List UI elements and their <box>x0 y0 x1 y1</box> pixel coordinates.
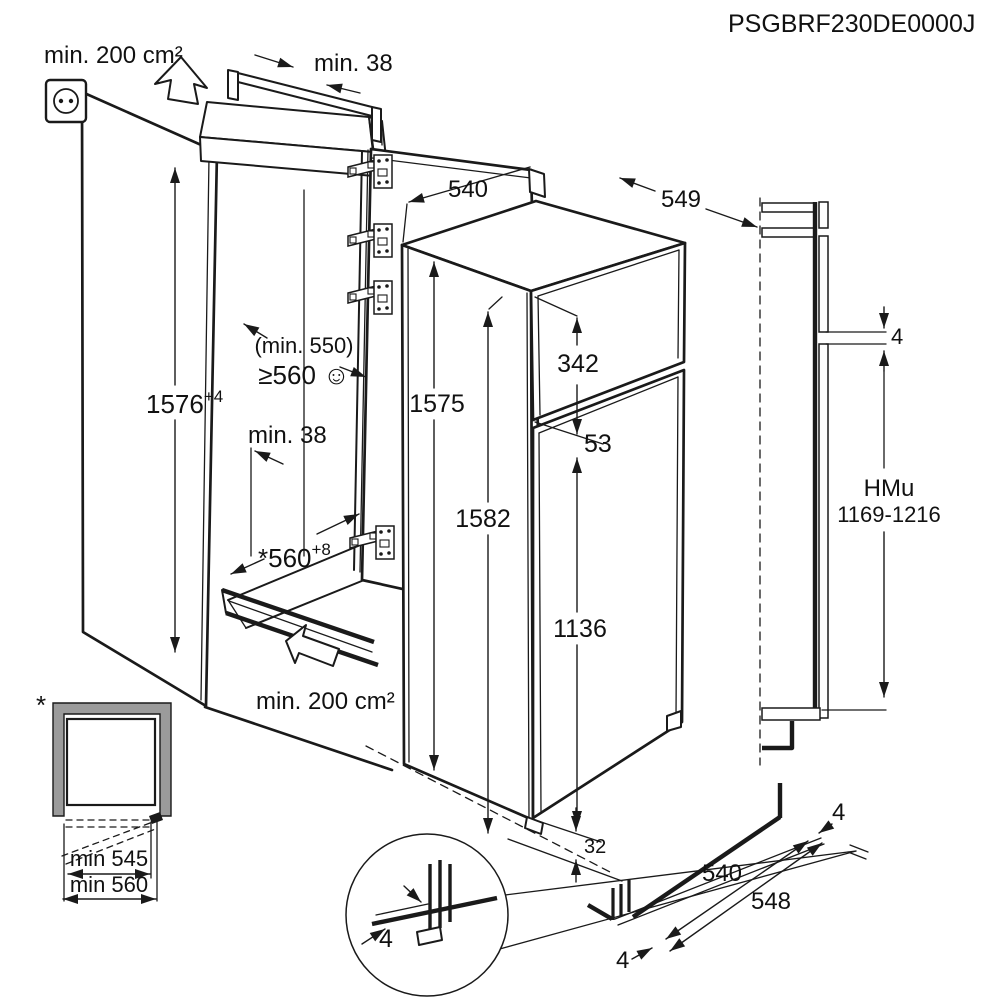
appliance-foot <box>666 710 682 732</box>
appliance-drawing <box>365 199 687 874</box>
door-width-label: 540 <box>448 176 488 203</box>
hinge-icon <box>347 223 393 258</box>
fridge-door-height-label: 1136 <box>553 615 607 643</box>
airflow-arrow-top-icon <box>154 56 208 105</box>
cabinet-drawing <box>44 56 394 772</box>
diagram-labels: PSGBRF230DE0000J min. 200 cm² min. 38 54… <box>36 10 975 974</box>
freezer-door-section <box>818 235 829 333</box>
niche-depth-note-label: (min. 550) <box>254 333 353 358</box>
cabinet-bottom-edge <box>203 705 394 772</box>
vent-area-top-label: min. 200 cm² <box>44 42 183 69</box>
magnifier-circle <box>345 833 509 997</box>
plinth-gap-bottom-label: 4 <box>616 947 629 974</box>
topview-depth-min-label: min 545 <box>70 846 148 871</box>
top-trim-section <box>818 201 829 229</box>
side-section-view <box>759 197 887 766</box>
rear-gap-top-label: min. 38 <box>314 50 393 77</box>
detail-gap-label: 4 <box>379 925 393 953</box>
plinth-gap-top-label: 4 <box>832 799 845 826</box>
model-number-label: PSGBRF230DE0000J <box>728 10 975 38</box>
door-gap-label: 53 <box>584 430 612 458</box>
dimension-lines <box>170 54 889 883</box>
plinth-step-section <box>762 721 795 751</box>
floor-reference-line <box>365 745 613 874</box>
topview-depth-rec-label: min 560 <box>70 872 148 897</box>
plinth-vent-slot <box>221 587 375 645</box>
footnote-asterisk: * <box>36 690 46 720</box>
freezer-door-height-label: 342 <box>557 350 599 378</box>
fridge-door-section <box>818 343 829 719</box>
niche-top-view-inset <box>52 702 172 904</box>
appliance-height-label: 1575 <box>409 390 465 418</box>
overall-height-label: 1582 <box>455 505 511 533</box>
niche-height-label: 1576+4 <box>146 387 223 419</box>
open-door-top-view <box>149 812 163 824</box>
rear-gap-inner-label: min. 38 <box>248 422 327 449</box>
appliance-top-view <box>65 717 157 807</box>
door-swing-line <box>61 819 159 857</box>
niche-walls-top-view <box>52 702 172 817</box>
plinth-edge-detail <box>371 895 498 927</box>
appliance-foot <box>524 816 544 835</box>
power-socket-icon <box>44 78 88 124</box>
appliance-foot-detail <box>416 926 443 946</box>
niche-floor-edge <box>227 545 359 601</box>
plinth-outer-width-label: 548 <box>751 888 791 915</box>
airflow-arrow-bottom-icon <box>285 624 340 667</box>
hinge-icon <box>347 154 393 189</box>
depth-with-door-label: 549 <box>661 186 701 213</box>
hinge-icon <box>347 280 393 315</box>
hinge-height-range-label: 1169-1216 <box>837 502 941 527</box>
section-door-gap-label: 4 <box>891 324 903 349</box>
hinge-icon <box>349 525 395 560</box>
vent-area-bottom-label: min. 200 cm² <box>256 688 395 715</box>
niche-width-label: *560+8 <box>258 540 331 573</box>
bottom-clearance-label: 32 <box>584 836 606 858</box>
niche-depth-recommended-label: ≥560 ☺ <box>258 360 349 390</box>
plinth-inner-width-label: 540 <box>702 860 742 887</box>
hinge-height-label: HMu <box>864 475 915 502</box>
plinth-corner-detail <box>586 783 869 960</box>
freezer-door-face <box>529 241 687 422</box>
